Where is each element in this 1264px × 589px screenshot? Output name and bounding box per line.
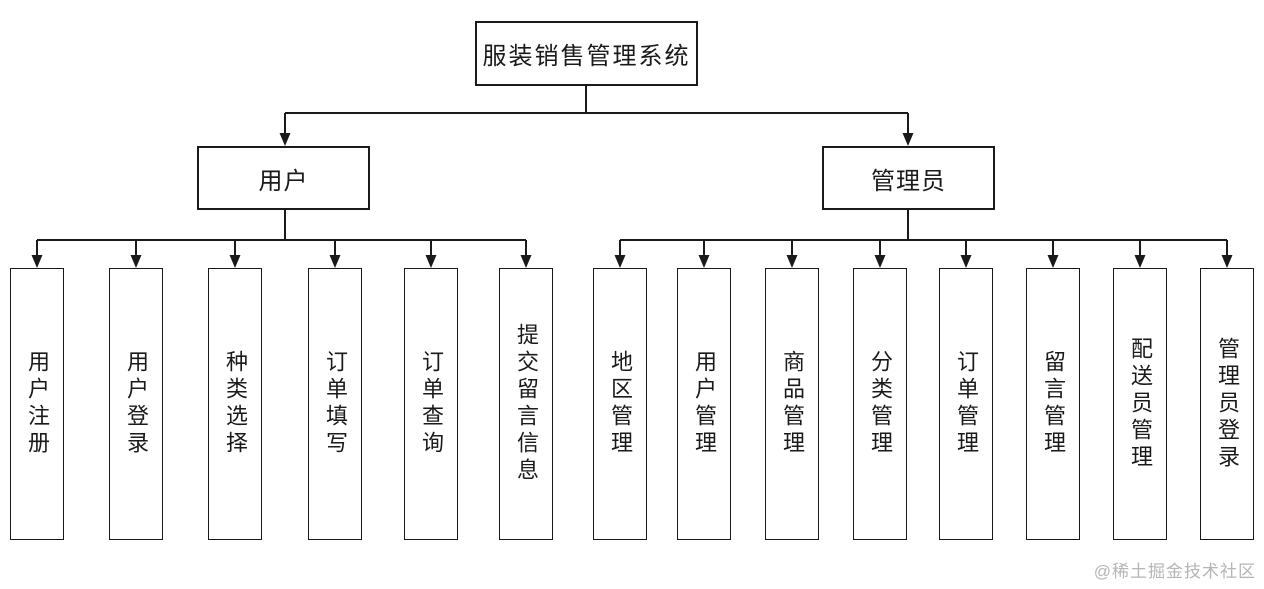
node-region-mgmt: 地区管理 [593, 268, 647, 540]
node-product-mgmt: 商品管理 [765, 268, 819, 540]
node-submit-message: 提交留言信息 [499, 268, 553, 540]
node-order-query: 订单查询 [404, 268, 458, 540]
leaf-label: 配送员管理 [1128, 336, 1153, 472]
watermark: @稀土掘金技术社区 [1093, 562, 1256, 581]
node-order-fill: 订单填写 [308, 268, 362, 540]
node-admin-label: 管理员 [871, 168, 946, 195]
leaf-label: 订单管理 [954, 350, 979, 458]
leaf-label: 地区管理 [608, 350, 633, 458]
leaf-label: 留言管理 [1041, 350, 1066, 458]
node-category-select: 种类选择 [208, 268, 262, 540]
leaf-label: 订单填写 [323, 350, 348, 458]
node-user: 用户 [197, 146, 370, 210]
node-root: 服装销售管理系统 [475, 21, 698, 86]
node-user-register: 用户注册 [10, 268, 64, 540]
leaf-label: 管理员登录 [1215, 336, 1240, 472]
root-connector [279, 86, 914, 146]
node-order-mgmt: 订单管理 [939, 268, 993, 540]
node-admin: 管理员 [822, 146, 995, 210]
node-admin-login: 管理员登录 [1200, 268, 1254, 540]
leaf-label: 用户登录 [124, 350, 149, 458]
leaf-label: 订单查询 [419, 350, 444, 458]
node-user-mgmt: 用户管理 [677, 268, 731, 540]
leaf-label: 种类选择 [223, 350, 248, 458]
node-category-mgmt: 分类管理 [853, 268, 907, 540]
leaf-label: 提交留言信息 [514, 323, 539, 485]
node-message-mgmt: 留言管理 [1026, 268, 1080, 540]
node-user-login: 用户登录 [109, 268, 163, 540]
user-branch-connector [31, 210, 532, 268]
node-user-label: 用户 [258, 168, 309, 195]
leaf-label: 用户管理 [692, 350, 717, 458]
node-courier-mgmt: 配送员管理 [1113, 268, 1167, 540]
leaf-label: 分类管理 [868, 350, 893, 458]
leaf-label: 商品管理 [780, 350, 805, 458]
node-root-label: 服装销售管理系统 [482, 44, 691, 70]
admin-branch-connector [614, 210, 1233, 268]
leaf-label: 用户注册 [25, 350, 50, 458]
